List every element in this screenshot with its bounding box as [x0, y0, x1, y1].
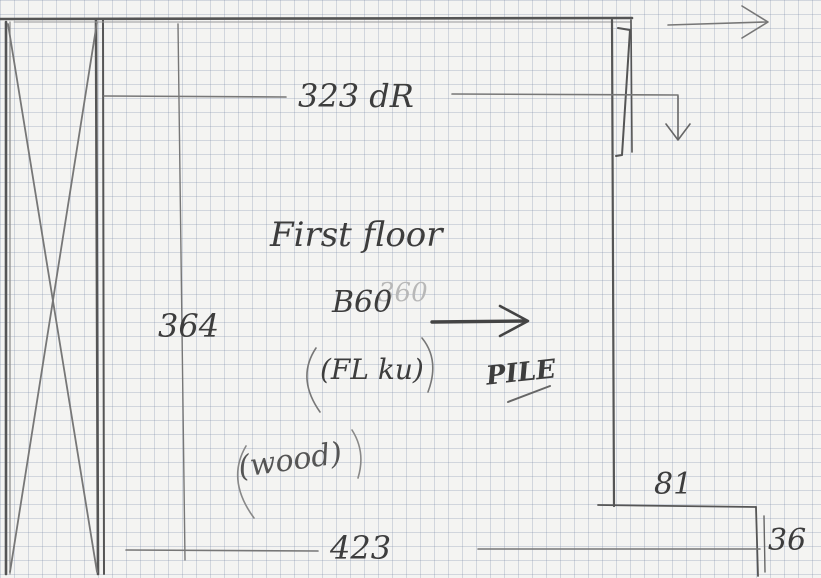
floor-note-parens	[306, 337, 434, 413]
arrow-right-top	[667, 5, 769, 39]
pile-underline	[507, 385, 551, 403]
room-code-label: B60	[332, 285, 393, 320]
left-dimension-label: 364	[158, 307, 220, 345]
notch-top-line	[597, 504, 757, 508]
pile-arrow	[430, 304, 530, 338]
bottom-dimension-label: 423	[330, 529, 392, 567]
notch-right-line	[755, 506, 759, 577]
room-name-label: First floor	[270, 215, 443, 255]
bottom-dimension-line	[125, 549, 319, 552]
notch-width-label: 81	[654, 467, 693, 502]
room-code-faint-label: 360	[378, 278, 428, 308]
notch-depth-label: 36	[768, 523, 807, 558]
inner-vertical-line	[177, 23, 186, 561]
pile-label: PILE	[484, 354, 558, 392]
wall-note-parens	[236, 429, 362, 519]
down-arrow	[665, 95, 691, 141]
door-bracket	[615, 27, 631, 157]
top-wall-line	[0, 16, 634, 21]
right-wall-line	[610, 18, 616, 508]
top-dimension-line	[103, 95, 287, 98]
top-dimension-label: 323 dR	[298, 77, 414, 115]
floor-note-label: (FL ku)	[320, 353, 424, 386]
left-column-x-box	[4, 18, 105, 576]
